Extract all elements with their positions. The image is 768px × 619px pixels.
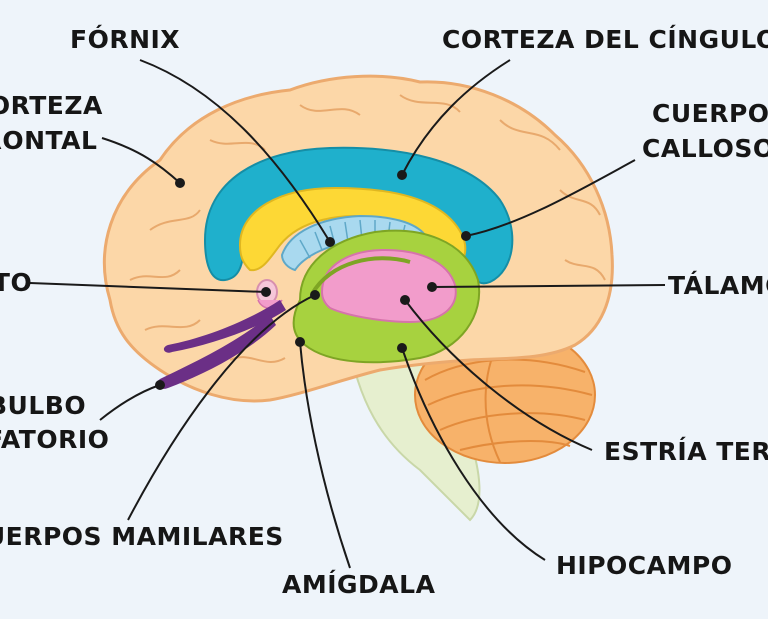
label-septo: SEPTO (0, 268, 32, 297)
label-estria-terminal: ESTRÍA TERMINAL (604, 437, 768, 466)
stria-terminalis (310, 256, 411, 296)
leader-lines (29, 59, 666, 569)
thalamus (320, 248, 457, 324)
olfactory-bulb (156, 315, 276, 389)
label-amigdala: AMÍGDALA (282, 570, 436, 599)
label-bulbo-olfatorio-1: BULBO (0, 391, 86, 420)
label-corteza-prefrontal-1: CORTEZA (0, 91, 103, 120)
label-talamo: TÁLAMO (668, 271, 768, 300)
label-cuerpo-calloso-2: CALLOSO (642, 134, 768, 163)
label-corteza-prefrontal-2: FRONTAL (0, 126, 97, 155)
gyri-lines (129, 94, 606, 363)
label-cuerpos-mamilares: CUERPOS MAMILARES (0, 522, 284, 551)
label-hipocampo: HIPOCAMPO (556, 551, 732, 580)
label-fornix: FÓRNIX (70, 24, 180, 54)
olfactory-tract (163, 300, 286, 353)
label-corteza-cingulo: CORTEZA DEL CÍNGULO (442, 25, 768, 54)
label-bulbo-olfatorio-2: OLFATORIO (0, 425, 109, 454)
label-cuerpo-calloso-1: CUERPO (652, 99, 768, 128)
